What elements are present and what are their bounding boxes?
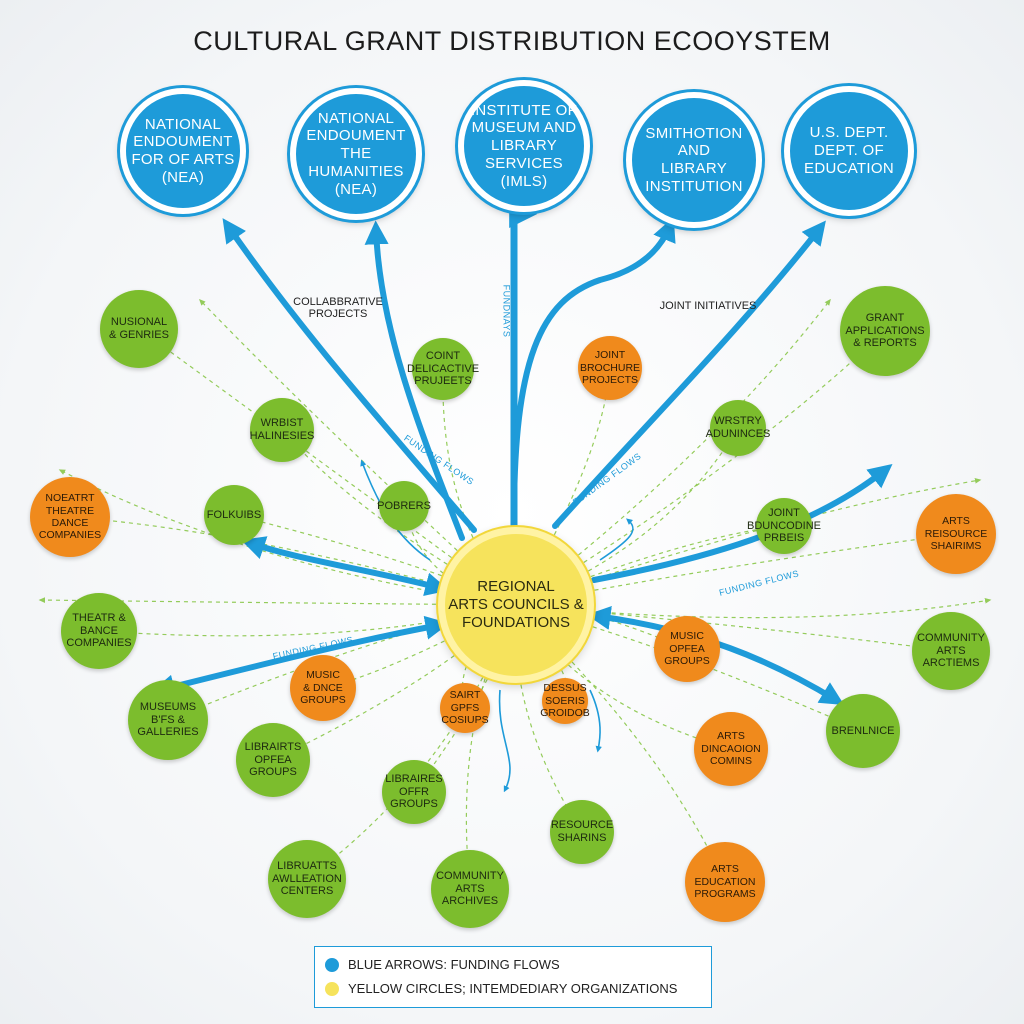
node-nusional-genries: NUSIONAL & GENRIES bbox=[100, 290, 178, 368]
hub-node-regional-councils: REGIONAL ARTS COUNCILS & FOUNDATIONS bbox=[438, 527, 594, 683]
node-pobrers: POBRERS bbox=[377, 481, 431, 531]
funding-arrow bbox=[591, 464, 893, 583]
yellow-dot-icon bbox=[325, 981, 339, 996]
collaborative-projects-label: COLLABBRATIVE PROJECTS bbox=[293, 296, 383, 320]
node-music-opfea: MUSIC OPFEA GROUPS bbox=[654, 616, 720, 682]
dashed-link bbox=[514, 604, 583, 834]
node-arts-dincaoion: ARTS DINCAOION COMINS bbox=[694, 712, 768, 786]
agency-node-dept-education: U.S. DEPT. DEPT. OF EDUCATION bbox=[784, 86, 914, 216]
node-community-arts-arctiems: COMMUNITY ARTS ARCTIEMS bbox=[912, 612, 990, 690]
legend-item-blue: BLUE ARROWS: FUNDING FLOWS bbox=[325, 957, 560, 972]
dashed-link bbox=[440, 367, 517, 606]
node-theatr-bance: THEATR & BANCE COMPANIES bbox=[61, 593, 137, 669]
legend-yellow-text: YELLOW CIRCLES; INTEMDEDIARY ORGANIZATIO… bbox=[348, 981, 678, 996]
node-librairts-opfea: LIBRAIRTS OPFEA GROUPS bbox=[236, 723, 310, 797]
funding-arrow bbox=[364, 220, 465, 541]
node-joint-brochure: JOINT BROCHURE PROJECTS bbox=[578, 336, 642, 400]
vertical-funding-label: FUNDNAYS bbox=[501, 284, 512, 338]
node-arts-education-programs: ARTS EDUCATION PROGRAMS bbox=[685, 842, 765, 922]
node-arts-resource-shairims: ARTS REISOURCE SHAIRIMS bbox=[916, 494, 996, 574]
node-folkuibs: FOLKUIBS bbox=[204, 485, 264, 545]
funding-arrow bbox=[509, 200, 538, 529]
agency-node-smithsonian: SMITHOTION AND LIBRARY INSTITUTION bbox=[626, 92, 762, 228]
node-coint-projects: COINT DELICACTIVE PRUJEETS bbox=[407, 338, 479, 400]
node-music-dnce: MUSIC & DNCE GROUPS bbox=[290, 655, 356, 721]
node-resource-sharins: RESOURCE SHARINS bbox=[550, 800, 614, 864]
dashed-link bbox=[281, 428, 517, 606]
legend-blue-text: BLUE ARROWS: FUNDING FLOWS bbox=[348, 957, 560, 972]
node-libruatts-centers: LIBRUATTS AWLLEATION CENTERS bbox=[268, 840, 346, 918]
joint-initiatives-label: JOINT INITIATIVES bbox=[659, 300, 757, 312]
thin-funding-arrow bbox=[589, 689, 602, 753]
node-librairs-offr: LIBRAIRES OFFR GROUPS bbox=[382, 760, 446, 824]
diagram-title: CULTURAL GRANT DISTRIBUTION ECOOYSTEM bbox=[193, 26, 831, 56]
blue-dot-icon bbox=[325, 957, 339, 972]
dashed-link bbox=[515, 478, 982, 606]
funding-arrow-group bbox=[150, 200, 893, 793]
node-wrstry: WRSTRY ADUNINCES bbox=[706, 400, 770, 456]
node-noeatrt-theatre: NOEATRT THEATRE DANCE COMPANIES bbox=[30, 477, 110, 557]
funding-arrow bbox=[240, 536, 450, 597]
dashed-link bbox=[515, 604, 953, 654]
legend-item-yellow: YELLOW CIRCLES; INTEMDEDIARY ORGANIZATIO… bbox=[325, 981, 677, 996]
funding-arrow bbox=[552, 220, 826, 529]
thin-funding-arrow bbox=[599, 518, 634, 561]
node-wrbist: WRBIST HALINESIES bbox=[250, 398, 314, 462]
node-dessus: DESSUS SOERIS GROIDOB bbox=[540, 678, 590, 724]
node-community-arts-archives: COMMUNITY ARTS ARCHIVES bbox=[431, 850, 509, 928]
agency-node-neh: NATIONAL ENDOUMENT THE HUMANITIES (NEA) bbox=[290, 88, 422, 220]
node-joint-bduncodine: JOINT BDUNCODINE PRBEIS bbox=[747, 498, 821, 554]
funding-arrow bbox=[150, 615, 450, 699]
funding-arrow bbox=[511, 217, 676, 523]
node-brenlnice: BRENLNICE bbox=[826, 694, 900, 768]
node-sairt: SAIRT GPFS COSIUPS bbox=[440, 683, 490, 733]
legend: BLUE ARROWS: FUNDING FLOWS YELLOW CIRCLE… bbox=[314, 946, 712, 1008]
node-grant-applications: GRANT APPLICATIONS & REPORTS bbox=[840, 286, 930, 376]
agency-node-nea-arts: NATIONAL ENDOUMENT FOR OF ARTS (NEA) bbox=[120, 88, 246, 214]
node-museums-galleries: MUSEUMS B'FS & GALLERIES bbox=[128, 680, 208, 760]
funding-arrow bbox=[222, 218, 477, 533]
thin-funding-arrow bbox=[498, 689, 511, 793]
agency-node-imls: INSTITUTE OF MUSEUM AND LIBRARY SERVICES… bbox=[458, 80, 590, 212]
dashed-link bbox=[515, 523, 786, 606]
funding-arrow bbox=[586, 606, 845, 705]
